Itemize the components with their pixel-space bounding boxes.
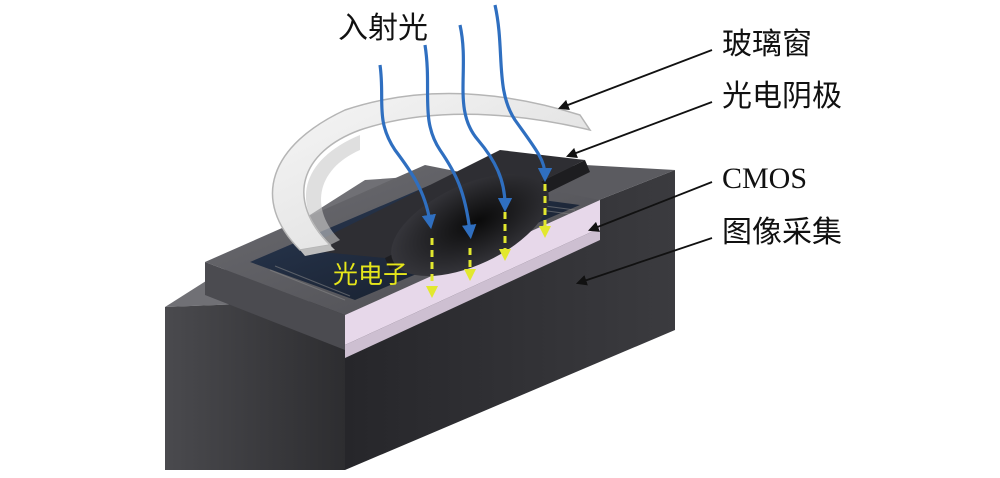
photoelectron-arrows — [426, 184, 551, 298]
leader-cmos — [587, 181, 713, 232]
label-incident-light: 入射光 — [338, 11, 428, 46]
label-glass-window: 玻璃窗 — [722, 27, 812, 62]
label-photocathode: 光电阴极 — [722, 79, 842, 114]
label-image-acquisition: 图像采集 — [722, 215, 842, 250]
leader-image-acquisition — [575, 237, 713, 286]
leader-glass-window — [557, 49, 713, 110]
leader-lines — [557, 49, 713, 286]
incident-light-rays — [378, 4, 553, 240]
leader-photocathode — [565, 101, 713, 159]
light-ray-1 — [378, 64, 436, 230]
light-ray-4 — [493, 4, 553, 183]
light-ray-2 — [423, 44, 477, 240]
label-cmos: CMOS — [722, 162, 808, 195]
light-ray-3 — [458, 24, 513, 213]
label-photoelectrons: 光电子 — [333, 260, 409, 289]
glass-window — [271, 92, 592, 256]
